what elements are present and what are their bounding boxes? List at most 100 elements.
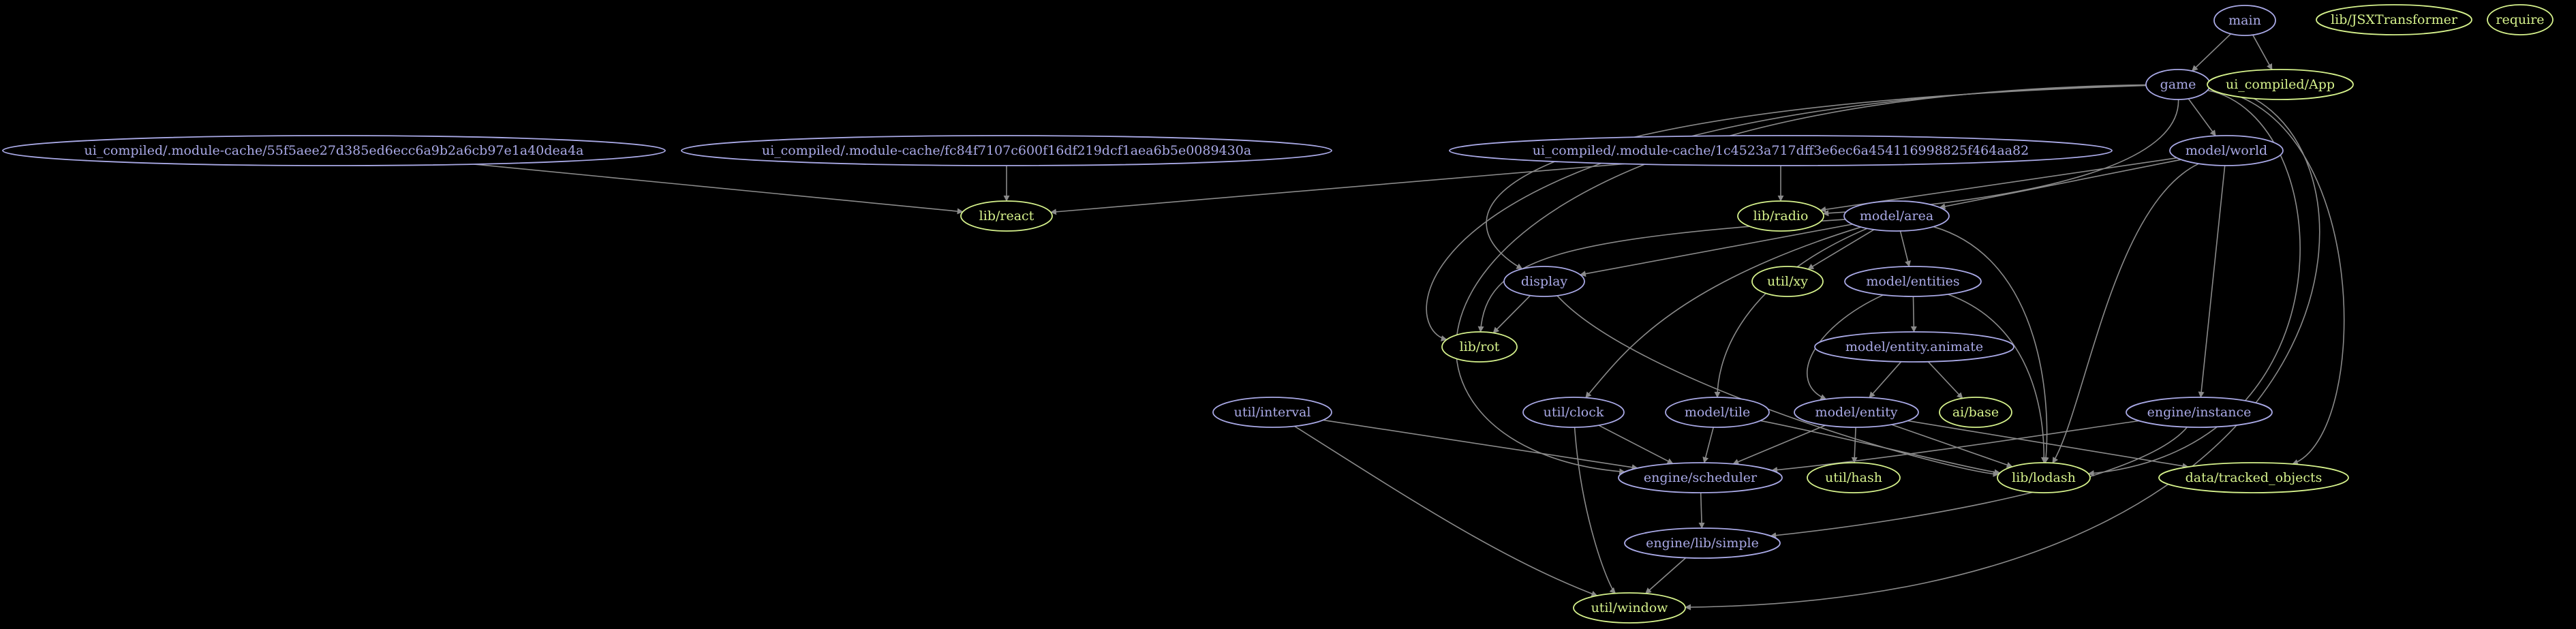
edge-entity-to-tracked (1907, 420, 2189, 470)
node-scheduler[interactable]: engine/scheduler (1618, 462, 1783, 493)
edge-display-to-rot (1492, 295, 1531, 334)
node-label: ui_compiled/.module-cache/fc84f7107c600f… (762, 143, 1251, 158)
node-label: data/tracked_objects (2186, 470, 2322, 485)
node-radio[interactable]: lib/radio (1737, 200, 1824, 232)
node-label: model/tile (1685, 405, 1750, 420)
node-xy[interactable]: util/xy (1751, 266, 1824, 297)
node-jsxt[interactable]: lib/JSXTransformer (2316, 4, 2472, 35)
node-ellipse (1522, 397, 1625, 428)
node-react[interactable]: lib/react (960, 200, 1053, 232)
node-ellipse (1843, 200, 1950, 232)
edge-game-to-world (2188, 98, 2216, 137)
node-ellipse (1665, 397, 1770, 428)
node-ellipse (960, 200, 1053, 232)
node-simple[interactable]: engine/lib/simple (1624, 527, 1781, 559)
edge-game-to-scheduler (1455, 84, 2147, 475)
node-mc1[interactable]: ui_compiled/.module-cache/55f5aee27d385e… (2, 135, 666, 166)
edge-animate-to-aibase (1927, 361, 1963, 399)
node-ellipse (1807, 462, 1901, 493)
node-label: ai/base (1952, 405, 1999, 420)
edge-interval-to-scheduler (1323, 419, 1638, 471)
edge-clock-to-window (1574, 427, 1616, 594)
node-label: util/hash (1825, 470, 1882, 485)
edge-mc3-to-react (1050, 163, 1625, 215)
node-main[interactable]: main (2213, 5, 2276, 36)
node-area[interactable]: model/area (1843, 200, 1950, 232)
nodes: main lib/JSXTransformer require game ui_comp… (2, 4, 2554, 624)
node-ellipse (2169, 135, 2284, 166)
node-ellipse (2, 135, 666, 166)
node-label: engine/scheduler (1644, 470, 1758, 485)
node-entities[interactable]: model/entities (1844, 266, 1982, 297)
node-ellipse (1573, 592, 1686, 624)
node-label: lib/rot (1460, 339, 1500, 354)
edge-area-to-xy (1807, 229, 1875, 270)
node-label: model/entities (1866, 274, 1959, 289)
node-label: display (1521, 274, 1568, 289)
edge-area-to-tile (1714, 228, 1868, 398)
node-tracked[interactable]: data/tracked_objects (2158, 462, 2349, 493)
node-ellipse (1618, 462, 1783, 493)
node-window[interactable]: util/window (1573, 592, 1686, 624)
node-label: util/window (1591, 600, 1669, 615)
edge-area-to-display (1579, 224, 1853, 277)
node-instance[interactable]: engine/instance (2126, 397, 2273, 428)
node-label: lib/JSXTransformer (2331, 12, 2458, 27)
node-game[interactable]: game (2145, 69, 2211, 100)
node-label: require (2496, 12, 2544, 27)
edge-game-to-display (1486, 85, 2147, 270)
node-label: model/area (1860, 209, 1933, 224)
node-label: ui_compiled/.module-cache/1c4523a717dff3… (1533, 143, 2029, 158)
node-require[interactable]: require (2487, 4, 2554, 35)
node-ellipse (2126, 397, 2273, 428)
edge-game-to-lodash (2087, 89, 2301, 476)
node-mc3[interactable]: ui_compiled/.module-cache/1c4523a717dff3… (1449, 135, 2113, 166)
node-ellipse (1737, 200, 1824, 232)
node-clock[interactable]: util/clock (1522, 397, 1625, 428)
node-label: model/entity.animate (1845, 339, 1983, 354)
edge-instance-to-scheduler (1771, 420, 2139, 473)
edge-main-to-game (2191, 33, 2232, 72)
node-uiapp[interactable]: ui_compiled/App (2207, 69, 2354, 100)
edge-entity-to-lodash (1891, 424, 2013, 468)
edge-main-to-uiapp (2252, 34, 2273, 70)
node-hash[interactable]: util/hash (1807, 462, 1901, 493)
edge-interval-to-window (1294, 425, 1598, 597)
node-display[interactable]: display (1503, 266, 1585, 297)
node-label: game (2160, 77, 2196, 92)
edge-world-to-instance (2198, 165, 2226, 398)
node-ellipse (1212, 397, 1332, 428)
node-rot[interactable]: lib/rot (1441, 331, 1518, 363)
edge-display-to-lodash (1557, 295, 1999, 477)
node-ellipse (1503, 266, 1585, 297)
node-label: lib/react (979, 209, 1034, 224)
node-ellipse (1794, 397, 1919, 428)
node-ellipse (1449, 135, 2113, 166)
node-ellipse (1997, 462, 2091, 493)
edge-instance-to-simple (1770, 427, 2188, 539)
edge-world-to-lodash (2052, 163, 2199, 464)
node-tile[interactable]: model/tile (1665, 397, 1770, 428)
node-ellipse (2487, 4, 2554, 35)
edge-tile-to-lodash (1760, 420, 2001, 476)
edge-entities-to-lodash (1948, 294, 2047, 463)
node-label: lib/radio (1753, 209, 1809, 224)
node-ellipse (1844, 266, 1982, 297)
node-ellipse (2213, 5, 2276, 36)
edge-area-to-rot (1477, 219, 1846, 333)
node-world[interactable]: model/world (2169, 135, 2284, 166)
node-lodash[interactable]: lib/lodash (1997, 462, 2091, 493)
node-aibase[interactable]: ai/base (1939, 397, 2012, 428)
node-mc2[interactable]: ui_compiled/.module-cache/fc84f7107c600f… (681, 135, 1332, 166)
node-label: util/xy (1767, 274, 1808, 289)
edge-mc1-to-react (474, 164, 964, 215)
node-ellipse (1441, 331, 1518, 363)
node-label: ui_compiled/App (2226, 77, 2335, 92)
node-ellipse (2207, 69, 2354, 100)
node-animate[interactable]: model/entity.animate (1814, 331, 2014, 363)
node-interval[interactable]: util/interval (1212, 397, 1332, 428)
node-ellipse (1814, 331, 2014, 363)
node-entity[interactable]: model/entity (1794, 397, 1919, 428)
node-ellipse (2158, 462, 2349, 493)
